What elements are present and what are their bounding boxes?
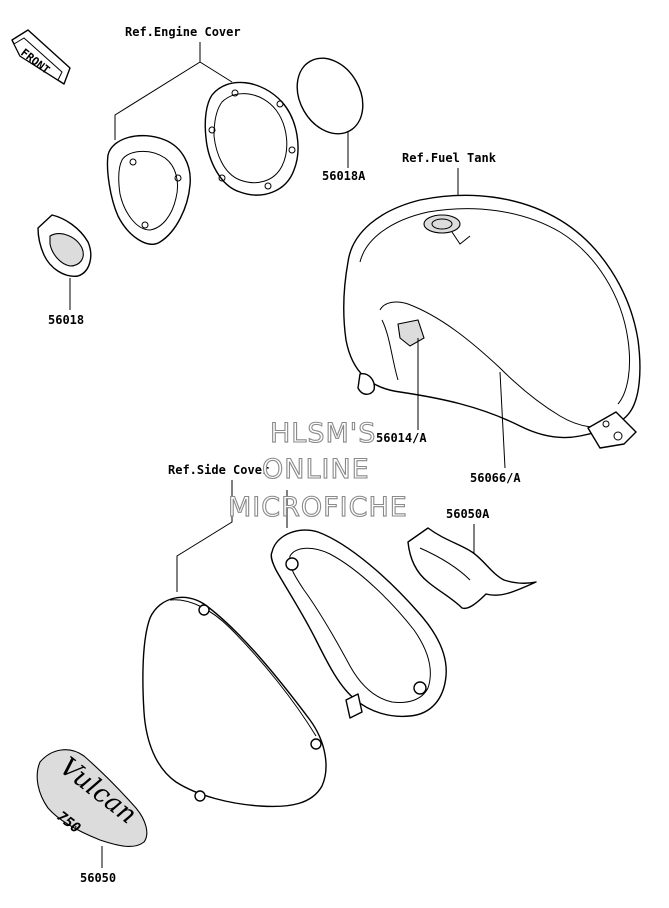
vulcan-emblem-56050: Vulcan 750 <box>36 749 148 848</box>
part-number-56018a: 56018A <box>322 169 366 183</box>
part-number-56066a: 56066/A <box>470 471 521 485</box>
side-cover-frame <box>270 529 447 719</box>
o-ring-56018a <box>296 57 364 135</box>
side-cover <box>142 596 327 808</box>
part-number-56018: 56018 <box>48 313 84 327</box>
watermark-line-3: MICROFICHE <box>228 492 408 523</box>
engine-cover-leader <box>114 42 201 140</box>
watermark-line-1: HLSM'S <box>270 418 376 449</box>
part-number-56050: 56050 <box>80 871 116 885</box>
side-cover-leader <box>176 480 233 592</box>
emblem-56018 <box>37 214 92 277</box>
front-arrow-icon: FRONT <box>11 29 71 85</box>
watermark: HLSM'S ONLINE MICROFICHE <box>227 417 408 523</box>
emblem-56050a <box>407 527 537 610</box>
ref-engine-cover-label: Ref.Engine Cover <box>125 25 241 39</box>
fuel-tank <box>343 194 641 449</box>
ref-side-cover-label: Ref.Side Cover <box>168 463 269 477</box>
watermark-line-2: ONLINE <box>262 454 370 485</box>
engine-cover-gasket <box>204 81 299 196</box>
ref-fuel-tank-label: Ref.Fuel Tank <box>402 151 497 165</box>
engine-cover-emblem-base <box>106 134 191 245</box>
part-number-56050a: 56050A <box>446 507 490 521</box>
part-number-56014a: 56014/A <box>376 431 427 445</box>
